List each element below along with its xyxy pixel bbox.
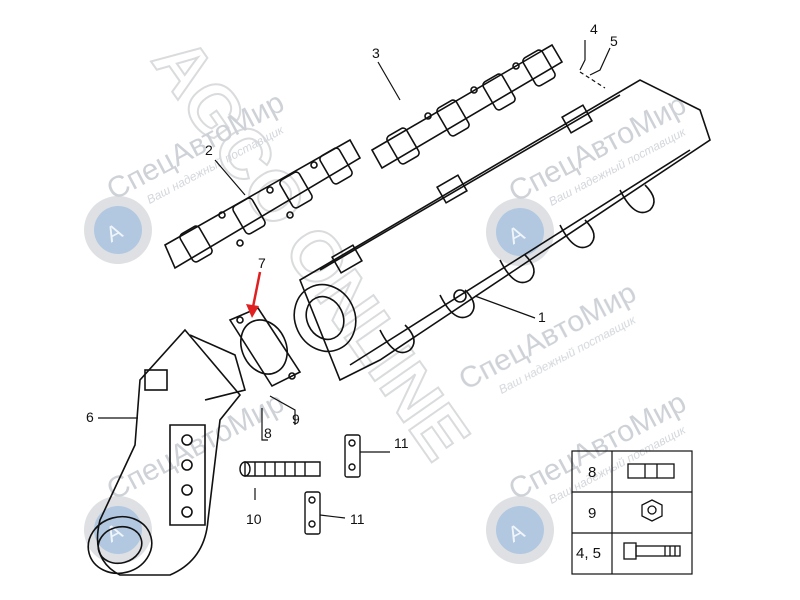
callout-11-upper: 11 [394,435,409,451]
callout-2: 2 [205,142,213,158]
hardware-legend-table: 8 9 4, 5 [571,450,693,575]
watermark-layer: AGCO ONLINE A СпецАвтоМир Ваш надежный п… [84,23,692,564]
highlight-arrow [246,271,262,318]
washer-icon [627,463,675,479]
bolt-icon [623,542,681,560]
exhaust-manifold-part [293,79,711,382]
exhaust-elbow-part [87,328,246,576]
watermark-logo-5: СпецАвтоМир Ваш надежный поставщик [453,276,641,397]
clamp-plate-upper-part [344,434,361,478]
callout-3: 3 [372,45,380,61]
watermark-big-text-1: AGCO ONLINE [138,24,485,473]
flange-gasket-part [228,307,302,388]
leader-lines [98,40,611,519]
callout-labels: 1 2 3 4 5 6 7 8 9 10 11 11 [86,21,618,527]
callout-5: 5 [610,33,618,49]
gasket-left-part [163,138,362,270]
callout-9: 9 [292,411,300,427]
legend-row-1-label: 8 [588,464,596,481]
stud-part [239,461,321,477]
gasket-right-part [370,43,564,170]
clamp-plate-lower-part [304,491,321,535]
callout-11-lower: 11 [350,511,365,527]
callout-10: 10 [246,511,262,527]
callout-6: 6 [86,409,94,425]
callout-7: 7 [258,255,266,271]
watermark-logo-3: A СпецАвтоМир [84,386,290,564]
legend-row-3-label: 4, 5 [576,545,601,562]
nut-icon [641,499,663,522]
watermark-logo-2: A СпецАвтоМир Ваш надежный поставщик [486,88,692,266]
watermark-brand-3: СпецАвтоМир [101,386,289,507]
callout-1: 1 [538,309,546,325]
callout-8: 8 [264,425,272,441]
legend-row-2-label: 9 [588,505,596,522]
callout-4: 4 [590,21,598,37]
